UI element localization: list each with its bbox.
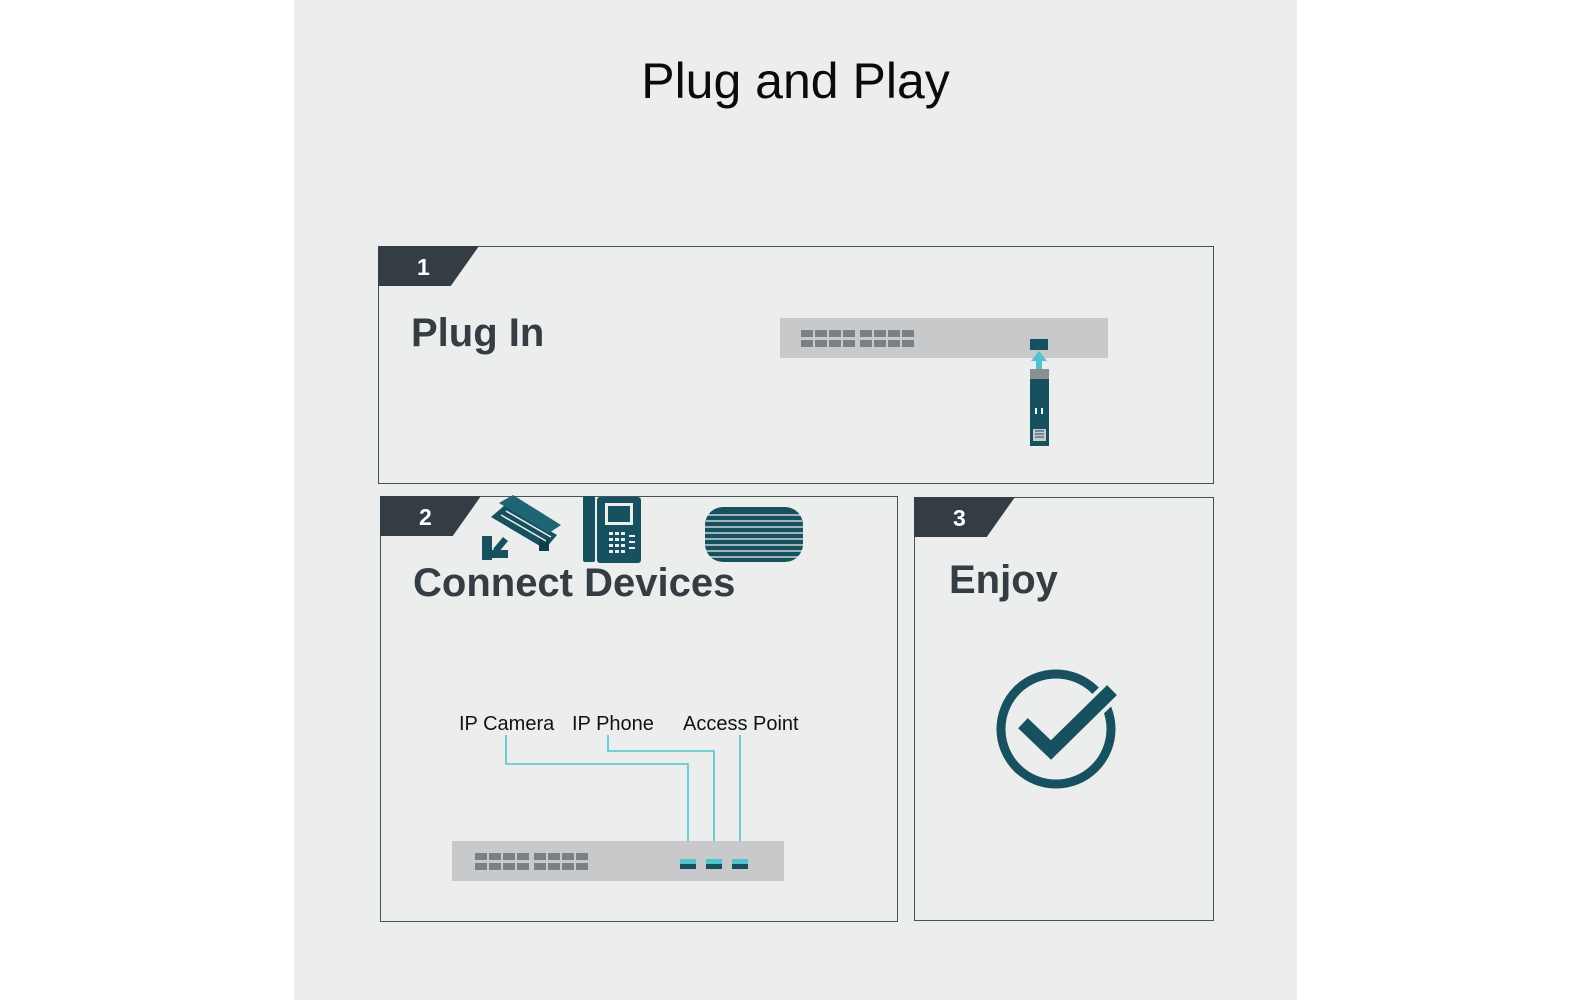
diagram-canvas: Plug and Play 1 Plug In xyxy=(294,0,1297,1000)
switch-ports xyxy=(475,853,588,870)
access-point-icon xyxy=(705,507,803,562)
plug-up-arrow-icon xyxy=(1031,351,1047,369)
switch-body xyxy=(780,318,1108,358)
phone-cable xyxy=(607,735,715,859)
step-2-panel: 2 Connect Devices xyxy=(380,495,898,922)
step-2-number: 2 xyxy=(419,504,432,530)
step-1-number: 1 xyxy=(417,254,430,280)
step-3-title: Enjoy xyxy=(949,558,1058,602)
camera-cable xyxy=(505,735,689,859)
device-label-ip-phone: IP Phone xyxy=(572,713,654,735)
switch-ports xyxy=(801,330,914,347)
uplink-port xyxy=(1030,339,1048,350)
step-1-panel: 1 Plug In xyxy=(378,246,1214,484)
step-3-number: 3 xyxy=(953,505,966,531)
step-1-title: Plug In xyxy=(411,311,545,355)
checkmark-icon xyxy=(996,669,1118,789)
connected-ports xyxy=(680,859,748,869)
ip-phone-keypad xyxy=(609,532,635,553)
ip-phone-body-icon xyxy=(583,496,641,563)
step-3-panel: 3 Enjoy xyxy=(914,497,1214,921)
switch-illustration xyxy=(780,318,1108,446)
step-2-title: Connect Devices xyxy=(413,561,736,605)
ethernet-plug-icon xyxy=(1030,369,1049,446)
device-label-ip-camera: IP Camera xyxy=(459,713,555,735)
switch-body xyxy=(452,841,784,881)
device-label-access-point: Access Point xyxy=(683,713,799,735)
page-title: Plug and Play xyxy=(641,53,950,109)
network-cables xyxy=(505,735,741,859)
ip-camera-icon xyxy=(482,495,561,560)
connect-devices-illustration xyxy=(452,495,803,881)
